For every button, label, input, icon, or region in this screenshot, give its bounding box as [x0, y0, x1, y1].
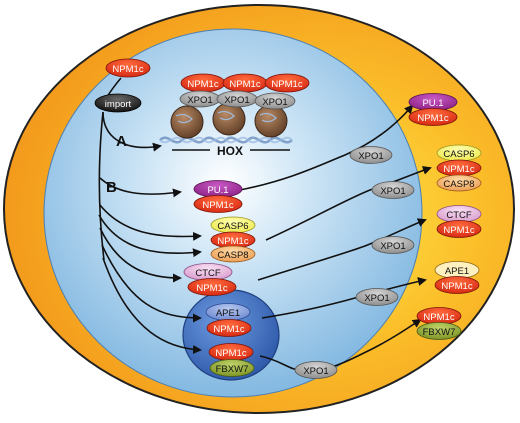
complex-ctcf-nuclear: CTCF NPM1c	[183, 263, 237, 296]
branch-fbxw7	[102, 257, 202, 355]
npm1c-label: NPM1c	[112, 64, 143, 75]
xpo1-hox-3: XPO1	[254, 92, 296, 110]
npm1c-label: NPM1c	[217, 236, 248, 247]
complex-casp-cytoplasm: CASP6 NPM1c CASP8	[436, 144, 482, 192]
import-label: import	[105, 99, 132, 110]
complex-ape1-cytoplasm: APE1 NPM1c	[434, 261, 480, 294]
npm1c-label: NPM1c	[417, 113, 448, 124]
branch-casp	[99, 204, 202, 241]
npm1c-hox-1: NPM1c	[180, 73, 226, 93]
xpo1-export-pu1: XPO1	[349, 146, 393, 164]
ape1-label: APE1	[445, 266, 469, 277]
npm1c-hox-2: NPM1c	[222, 73, 268, 93]
ctcf-label: CTCF	[446, 210, 472, 221]
branch-ctcf	[99, 227, 182, 283]
dna-strand-2	[159, 136, 293, 144]
branch-casp-lower	[98, 214, 202, 258]
xpo1-label: XPO1	[364, 293, 389, 304]
xpo1-label: XPO1	[224, 95, 249, 106]
xpo1-export-ctcf: XPO1	[371, 236, 415, 254]
export-ape1	[261, 277, 427, 319]
complex-fbxw7-cytoplasm: NPM1c FBXW7	[416, 307, 462, 340]
xpo1-export-ape1: XPO1	[355, 288, 399, 306]
casp6-label: CASP6	[443, 149, 474, 160]
complex-pu1-nuclear: PU.1 NPM1c	[193, 180, 243, 213]
path-a-arrow	[102, 111, 162, 152]
npm1c-label: NPM1c	[202, 200, 233, 211]
complex-casp-nuclear: CASP6 NPM1c CASP8	[210, 216, 256, 263]
npm1c-hox-3: NPM1c	[264, 73, 310, 93]
branch-ape1	[101, 244, 202, 323]
casp8-label: CASP8	[443, 179, 474, 190]
xpo1-label: XPO1	[187, 95, 212, 106]
pu1-label: PU.1	[207, 185, 228, 196]
npm1c-label: NPM1c	[196, 283, 227, 294]
xpo1-label: XPO1	[380, 241, 405, 252]
npm1c-cytoplasm-entry: NPM1c	[105, 58, 151, 78]
export-casp	[265, 166, 432, 241]
xpo1-label: XPO1	[262, 97, 287, 108]
complex-ctcf-cytoplasm: CTCF NPM1c	[436, 205, 482, 238]
npm1c-label: NPM1c	[443, 225, 474, 236]
export-ctcf	[257, 218, 427, 281]
npm1c-label: NPM1c	[213, 324, 244, 335]
xpo1-label: XPO1	[358, 151, 383, 162]
complex-ape1-nucleolus: APE1 NPM1c	[205, 303, 252, 337]
npm1c-label: NPM1c	[443, 164, 474, 175]
casp6-label: CASP6	[217, 221, 248, 232]
npm1c-label: NPM1c	[271, 79, 302, 90]
path-a-label: A	[116, 133, 127, 150]
export-pu1	[239, 104, 414, 191]
complex-pu1-cytoplasm: PU.1 NPM1c	[408, 93, 458, 126]
npm1c-label: NPM1c	[441, 281, 472, 292]
fbxw7-label: FBXW7	[216, 364, 249, 375]
npm1c-label: NPM1c	[423, 312, 454, 323]
ape1-label: APE1	[216, 308, 240, 319]
casp8-label: CASP8	[217, 250, 248, 261]
hox-label: HOX	[217, 144, 243, 158]
xpo1-label: XPO1	[380, 186, 405, 197]
path-b-label: B	[106, 179, 117, 196]
complex-fbxw7-nucleolus: NPM1c FBXW7	[208, 343, 255, 377]
pathway-lines	[98, 77, 432, 372]
npm1c-label: NPM1c	[215, 348, 246, 359]
histone-group	[170, 102, 288, 139]
export-fbxw7	[259, 318, 422, 372]
xpo1-export-casp: XPO1	[371, 181, 415, 199]
ctcf-label: CTCF	[195, 268, 221, 279]
fbxw7-label: FBXW7	[423, 327, 456, 338]
xpo1-hox-1: XPO1	[179, 90, 221, 108]
xpo1-label: XPO1	[303, 366, 328, 377]
npm1c-label: NPM1c	[229, 79, 260, 90]
path-b-trunk	[98, 111, 105, 261]
npm1c-label: NPM1c	[187, 79, 218, 90]
pu1-label: PU.1	[422, 98, 443, 109]
xpo1-hox-2: XPO1	[216, 90, 258, 108]
import-node: import	[94, 93, 142, 113]
xpo1-export-fbxw7: XPO1	[294, 361, 338, 379]
branch-pu1	[99, 177, 182, 198]
